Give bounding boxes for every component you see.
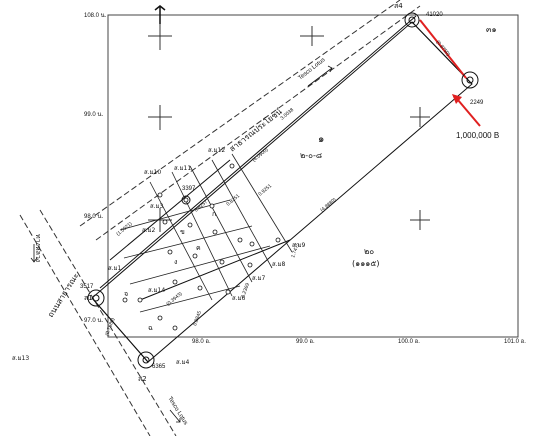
grid-label-east-98: 98.0 อ. [192, 339, 211, 345]
map-frame [107, 14, 519, 338]
lot-label: ส.ม8 [272, 261, 286, 268]
small-label: จ [124, 290, 128, 298]
stake-markers [87, 12, 479, 369]
stake-label-4: ส4 [394, 2, 403, 10]
parcel-main-area: ๒-๐-๘ [300, 151, 322, 160]
road-direction-arrows [30, 65, 333, 423]
north-arrow-icon [154, 5, 166, 24]
grid-label-97: 97.0 น. [84, 318, 103, 324]
lot-label: ส.ม14 [148, 287, 165, 294]
dim-label: (1.0021) [115, 221, 133, 238]
lot-label: ส.ม4 [176, 359, 190, 366]
survey-points [122, 163, 281, 331]
stake-code-1: 3517 [80, 284, 94, 290]
lot-label: ส.ม10 [144, 169, 161, 176]
dim-label: (4.8880) [319, 197, 337, 214]
parcel-top-right-code: (0.8750) [434, 39, 451, 57]
price-arrow-icon [452, 94, 481, 127]
grid-label-east-101: 101.0 อ. [504, 339, 526, 345]
grid-label-east-100: 100.0 อ. [398, 339, 420, 345]
dim-label: (0.3943) [165, 291, 183, 308]
small-label: ค [196, 244, 201, 252]
small-label: ง [174, 258, 177, 266]
parcel-top-right-number: ๓๑ [486, 25, 497, 34]
lot-label: ส.ม3 [150, 203, 164, 210]
price-label: 1,000,000 B [456, 131, 499, 140]
small-label: ฉ [148, 324, 153, 332]
road-label-left2: ถนนสาธารณะ [46, 271, 80, 319]
stake-code-5: 2249 [470, 100, 484, 106]
dim-label: 1.2369 [240, 282, 251, 299]
grid-label-east-99: 99.0 อ. [296, 339, 315, 345]
highlight-boundary [419, 19, 467, 79]
lot-label: ส.ม6 [232, 295, 246, 302]
lot-label: ส.ม9 [292, 242, 306, 249]
lot-label: ส.ม1 [108, 265, 122, 272]
road-label-left: ทางหลวง [34, 234, 42, 262]
dim-label: 0.8845 [192, 310, 203, 327]
grid-label-99: 99.0 น. [84, 112, 103, 118]
parcel-main-number: ๑ [318, 134, 324, 145]
small-label: ก [212, 210, 216, 218]
lot-label: ส.ม2 [142, 227, 156, 234]
subdivision-lines [119, 153, 293, 313]
dim-label: 1.7475 [290, 242, 301, 259]
dim-label: 0.8251 [225, 193, 241, 208]
road-label-public: สาธารณประโยชน์ [227, 106, 284, 154]
grid-label-98: 98.0 น. [84, 214, 103, 220]
stake-code-2: 6365 [152, 364, 166, 370]
parcel-right-number: ๒๐ [364, 247, 374, 256]
small-label: ข [180, 228, 185, 236]
stake-label-1: ส1 [84, 294, 93, 302]
grid-label-108: 108.0 น. [84, 13, 107, 19]
stake-label-2: ส2 [138, 375, 147, 383]
stake-code-3: 3397 [182, 186, 196, 192]
grid-crosses [148, 22, 430, 232]
stake-code-4: 41020 [426, 12, 443, 18]
lot-label: ส.ม13 [12, 355, 29, 362]
lot-label: ส.ม7 [252, 275, 266, 282]
parcel-outline [91, 15, 473, 363]
dim-label: 0.9251 [257, 183, 273, 198]
lot-label: ส.ม12 [208, 147, 225, 154]
parcel-right-sub: (๑๑๑๕) [352, 259, 380, 268]
road-edges [19, 0, 421, 436]
lot-label: ส.ม11 [174, 165, 191, 172]
